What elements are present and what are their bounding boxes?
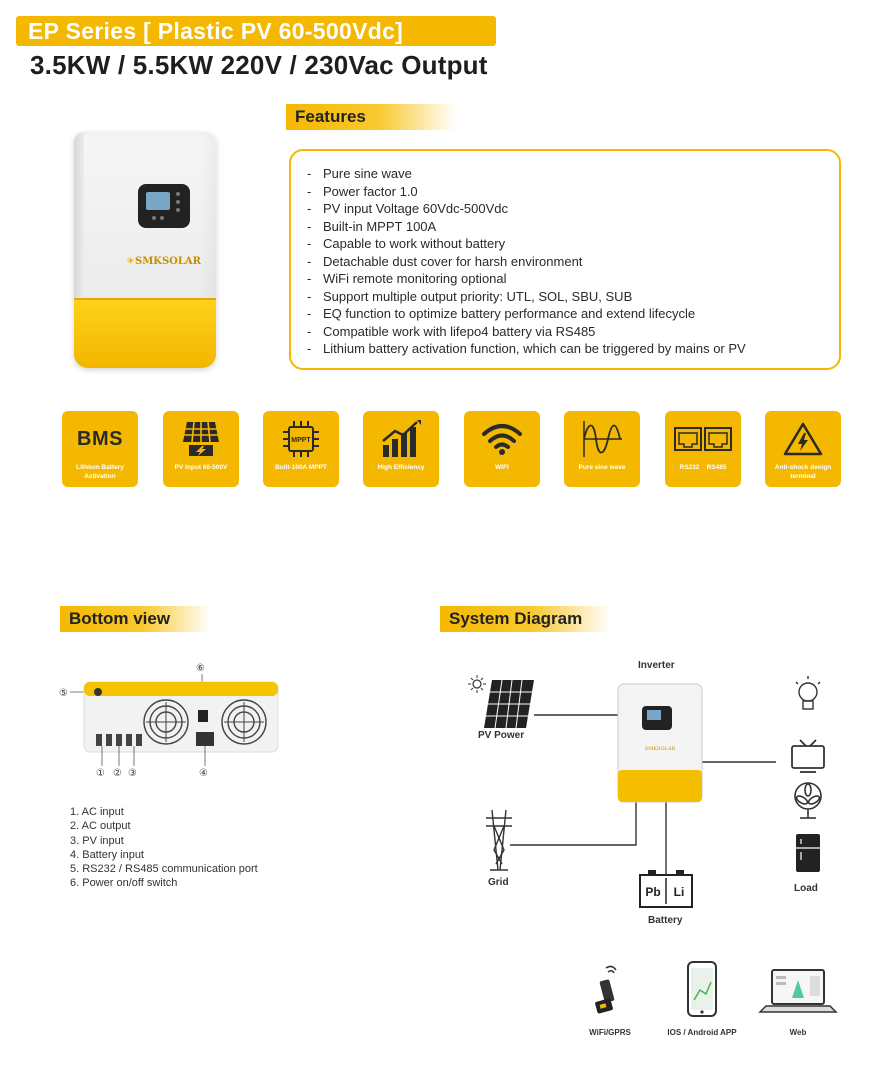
web-monitor: Web xyxy=(758,960,838,1040)
svg-text:①: ① xyxy=(96,768,105,779)
warning-icon xyxy=(783,422,823,456)
tile-anti-shock: Anti-shock design terminal xyxy=(765,411,841,487)
legend-item: 1. AC input xyxy=(70,806,124,818)
feature-item: -Compatible work with lifepo4 battery vi… xyxy=(307,323,596,339)
svg-text:②: ② xyxy=(113,768,122,779)
features-box: -Pure sine wave -Power factor 1.0 -PV in… xyxy=(289,149,841,370)
svg-text:MPPT: MPPT xyxy=(291,437,311,444)
mppt-chip-icon: MPPT xyxy=(283,421,319,457)
wifi-dongle-icon xyxy=(595,965,617,1014)
tile-mppt: MPPT Built-100A MPPT xyxy=(263,411,339,487)
svg-text:⑥: ⑥ xyxy=(196,663,205,674)
feature-item: -WiFi remote monitoring optional xyxy=(307,271,507,286)
svg-text:③: ③ xyxy=(128,768,137,779)
app-monitor: IOS / Android APP xyxy=(662,960,742,1040)
output-subtitle: 3.5KW / 5.5KW 220V / 230Vac Output xyxy=(30,50,488,80)
svg-text:Li: Li xyxy=(674,885,685,899)
battery-label: Battery xyxy=(648,915,683,926)
legend-item: 2. AC output xyxy=(70,820,131,833)
feature-item: -Power factor 1.0 xyxy=(307,183,418,199)
feature-item: -Capable to work without battery xyxy=(307,236,506,251)
bottom-view-heading: Bottom view xyxy=(60,606,210,632)
series-title: EP Series [ Plastic PV 60-500Vdc] xyxy=(28,18,404,44)
smartphone-icon xyxy=(687,961,717,1017)
tile-rs-ports: RS232 RS485 xyxy=(665,411,741,487)
refrigerator-icon xyxy=(796,834,820,872)
grid-tower-icon xyxy=(486,809,512,871)
inverter-label: Inverter xyxy=(638,660,675,671)
feature-item: -Built-in MPPT 100A xyxy=(307,218,437,234)
feature-item: -Support multiple output priority: UTL, … xyxy=(307,288,633,304)
wifi-icon xyxy=(482,424,522,455)
feature-item: -Detachable dust cover for harsh environ… xyxy=(307,253,583,269)
solar-panel-icon xyxy=(179,421,223,458)
rs-port-icon xyxy=(674,427,732,451)
tile-pv-input: PV Input 60-500V xyxy=(163,411,239,487)
sine-wave-icon xyxy=(583,421,622,457)
feature-item: -Lithium battery activation function, wh… xyxy=(307,341,746,356)
battery-icon: Pb Li xyxy=(639,870,693,908)
legend-item: 5. RS232 / RS485 communication port xyxy=(70,863,258,876)
tile-sine-wave: Pure sine wave xyxy=(564,411,640,487)
tile-wifi: WIFI xyxy=(464,411,540,487)
grid-label: Grid xyxy=(488,877,509,888)
wifi-gprs-monitor: WiFi/GPRS xyxy=(570,960,650,1040)
light-bulb-icon xyxy=(795,676,821,710)
load-label: Load xyxy=(794,883,818,894)
features-list: -Pure sine wave -Power factor 1.0 -PV in… xyxy=(307,165,839,358)
pv-panel-icon xyxy=(468,675,534,729)
legend-item: 4. Battery input xyxy=(70,848,144,861)
tile-bms: BMS Lithium Battery Activation xyxy=(62,411,138,487)
features-heading: Features xyxy=(286,104,456,130)
inverter-icon: SMKSOLAR xyxy=(617,683,703,803)
tv-icon xyxy=(791,739,825,773)
svg-text:④: ④ xyxy=(199,768,208,779)
feature-item: -PV input Voltage 60Vdc-500Vdc xyxy=(307,201,509,216)
system-diagram: SMKSOLAR xyxy=(440,650,860,950)
series-title-banner: EP Series [ Plastic PV 60-500Vdc] xyxy=(16,16,496,46)
feature-item: -EQ function to optimize battery perform… xyxy=(307,306,696,321)
svg-text:Pb: Pb xyxy=(645,885,660,899)
lcd-display xyxy=(138,184,190,228)
fan-icon xyxy=(794,782,822,819)
laptop-icon xyxy=(758,969,838,1013)
svg-text:SMKSOLAR: SMKSOLAR xyxy=(645,746,676,752)
inverter-product-image: ☀SMKSOLAR xyxy=(66,128,218,371)
legend-item: 6. Power on/off switch xyxy=(70,877,178,890)
bms-icon: BMS xyxy=(77,427,123,450)
system-diagram-heading: System Diagram xyxy=(440,606,610,632)
efficiency-chart-icon xyxy=(382,420,421,457)
feature-item: -Pure sine wave xyxy=(307,166,412,181)
brand-logo: ☀SMKSOLAR xyxy=(126,256,201,267)
bottom-view-legend: 1. AC input 2. AC output 3. PV input 4. … xyxy=(70,805,258,891)
bottom-view-image: ⑤ ⑥ xyxy=(56,660,288,780)
svg-text:⑤: ⑤ xyxy=(59,688,68,699)
legend-item: 3. PV input xyxy=(70,834,124,847)
tile-efficiency: High Efficiency xyxy=(363,411,439,487)
pv-power-label: PV Power xyxy=(478,730,525,741)
